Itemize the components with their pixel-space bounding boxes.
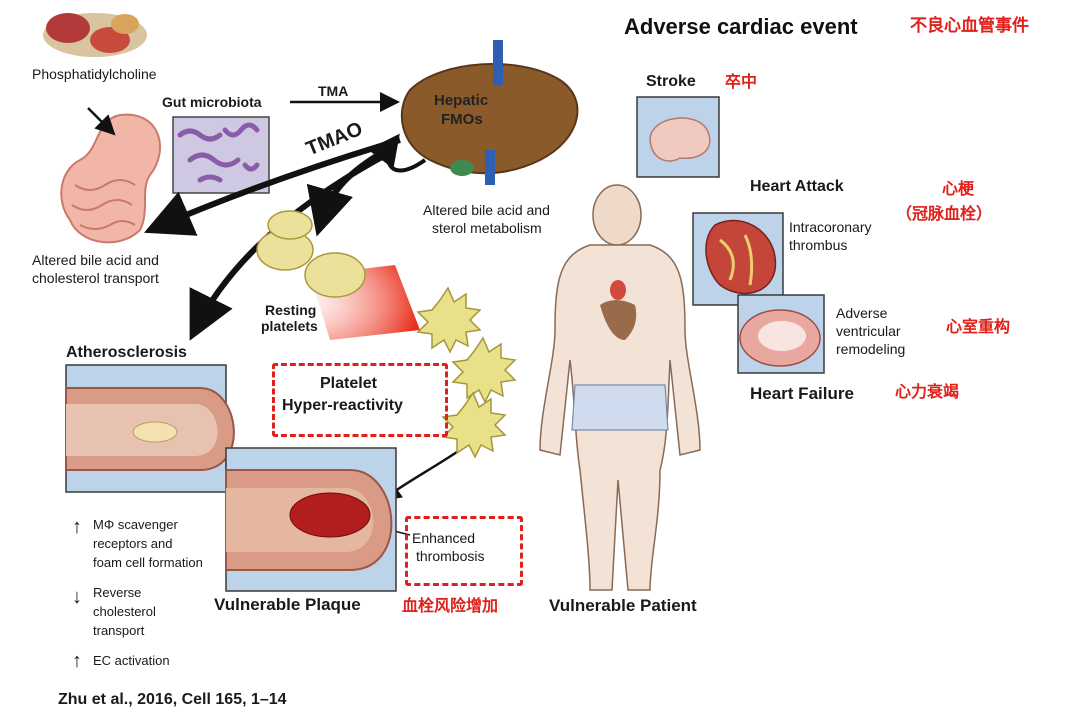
liver-icon: [400, 40, 579, 185]
heart-panel: [692, 212, 784, 306]
microbiota-panel: [172, 116, 270, 194]
effect-2-line3: transport: [93, 623, 145, 638]
thrombosis-box: [405, 516, 523, 586]
thrombosis-line1: Enhanced: [412, 530, 476, 546]
resting-platelets-line2: platelets: [261, 318, 318, 334]
ventricle-panel: [737, 294, 825, 374]
phosphatidylcholine-label: Phosphatidylcholine: [32, 66, 157, 82]
intestine-icon: [60, 113, 161, 244]
fmos-label: FMOs: [441, 111, 483, 128]
remodeling-line2: ventricular: [836, 323, 901, 339]
sterol-metabolism-line1: Altered bile acid and: [423, 202, 550, 218]
resting-platelets-line1: Resting: [265, 302, 317, 318]
hyper-reactivity-line1: Platelet: [320, 375, 377, 392]
hyper-reactivity-line2: Hyper-reactivity: [282, 397, 403, 414]
vulnerable-plaque-zh: 血栓风险增加: [402, 596, 499, 615]
arrow-up-icon-2: ↑: [72, 650, 82, 672]
effect-1-line3: foam cell formation: [93, 555, 203, 570]
activated-platelets-icon: [416, 286, 517, 459]
stroke-zh: 卒中: [725, 72, 758, 91]
intracoronary-line2: thrombus: [789, 237, 848, 253]
heart-failure-label: Heart Failure: [750, 384, 854, 403]
effect-1-line1: MΦ scavenger: [93, 517, 178, 532]
resting-platelets-icon: [256, 210, 366, 298]
hyper-reactivity-box: [272, 363, 448, 437]
thrombosis-line2: thrombosis: [416, 548, 485, 564]
intracoronary-line1: Intracoronary: [789, 219, 872, 235]
heart-attack-zh-detail: （冠脉血栓）: [896, 204, 993, 223]
brain-panel: [636, 96, 720, 178]
remodeling-zh: 心室重构: [946, 317, 1011, 336]
arrow-up-icon: ↑: [72, 516, 82, 538]
atherosclerosis-vessel: [65, 364, 235, 493]
title-zh: 不良心血管事件: [910, 16, 1029, 36]
effect-2-line2: cholesterol: [93, 604, 156, 619]
remodeling-line3: remodeling: [836, 341, 906, 357]
cholesterol-transport-line1: Altered bile acid and: [32, 252, 159, 268]
plaque-vessel: [225, 447, 397, 592]
food-icon: [43, 13, 147, 57]
arrow-down-icon: ↓: [72, 586, 82, 608]
vulnerable-patient-label: Vulnerable Patient: [549, 596, 697, 615]
effect-1-line2: receptors and: [93, 536, 173, 551]
vulnerable-plaque-label: Vulnerable Plaque: [214, 595, 361, 614]
heart-attack-label: Heart Attack: [750, 178, 844, 195]
atherosclerosis-title: Atherosclerosis: [66, 344, 187, 361]
title-en: Adverse cardiac event: [624, 14, 858, 39]
sterol-metabolism-line2: sterol metabolism: [432, 220, 542, 236]
patient-figure: [539, 184, 701, 591]
cholesterol-transport-line2: cholesterol transport: [32, 270, 159, 286]
tma-label: TMA: [318, 83, 349, 99]
gut-microbiota-label: Gut microbiota: [162, 94, 262, 110]
remodeling-line1: Adverse: [836, 305, 888, 321]
hepatic-label: Hepatic: [434, 92, 489, 109]
heart-attack-zh: 心梗: [942, 179, 975, 198]
stroke-label: Stroke: [646, 73, 696, 90]
heart-failure-zh: 心力衰竭: [895, 382, 960, 401]
effect-2-line1: Reverse: [93, 585, 142, 600]
effect-3-line1: EC activation: [93, 653, 170, 668]
citation: Zhu et al., 2016, Cell 165, 1–14: [58, 691, 287, 708]
